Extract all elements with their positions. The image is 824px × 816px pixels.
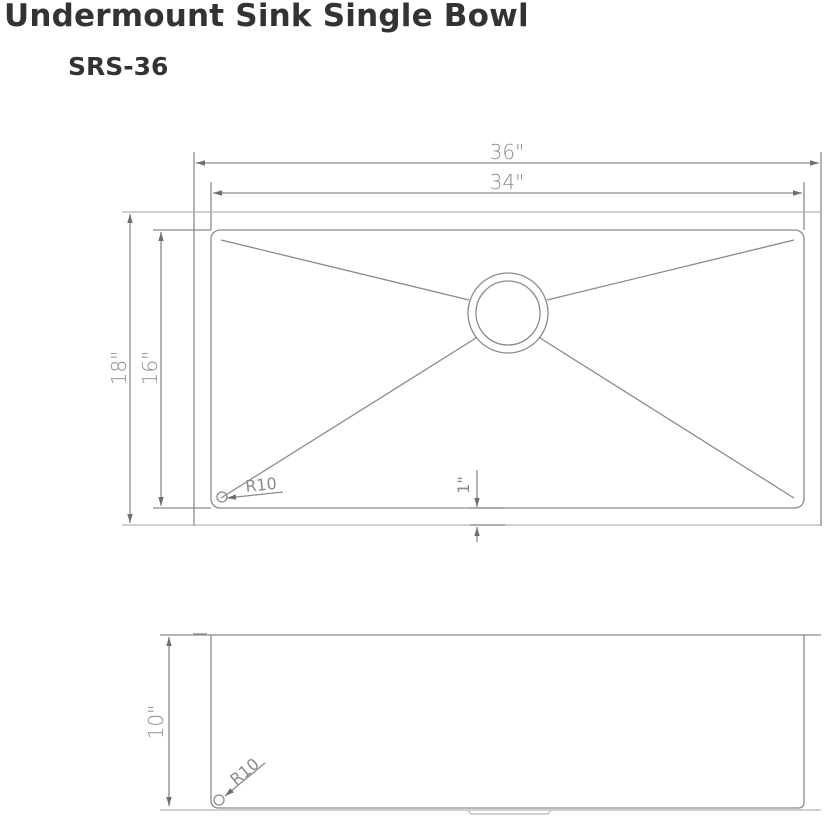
dimension-overall-width: 36" (196, 140, 819, 166)
dimension-inner-width: 34" (213, 170, 802, 196)
top-view: 36" 34" 18" 16" (107, 140, 822, 542)
overall-width-label: 36" (490, 140, 525, 164)
inner-width-label: 34" (490, 170, 525, 194)
bowl-outline (210, 229, 805, 509)
drain-icon (467, 272, 549, 354)
side-corner-radius-callout: R10 (213, 754, 266, 806)
flange-offset-label: 1" (454, 476, 473, 494)
height-label: 10" (144, 705, 168, 740)
side-corner-radius-label: R10 (226, 754, 262, 789)
dimension-inner-depth: 16" (138, 232, 164, 506)
inner-depth-label: 16" (138, 351, 162, 386)
diagram-title: Undermount Sink Single Bowl (4, 0, 529, 34)
overall-depth-label: 18" (107, 351, 131, 386)
corner-radius-label: R10 (244, 474, 277, 496)
side-view: 10" R10 (144, 633, 821, 815)
corner-radius-callout: R10 (216, 474, 284, 503)
dimension-flange-offset: 1" (454, 470, 505, 542)
dimension-height: 10" (144, 637, 172, 806)
side-bowl-outline (210, 635, 805, 809)
dimension-overall-depth: 18" (107, 214, 133, 523)
model-number: SRS-36 (68, 52, 169, 81)
